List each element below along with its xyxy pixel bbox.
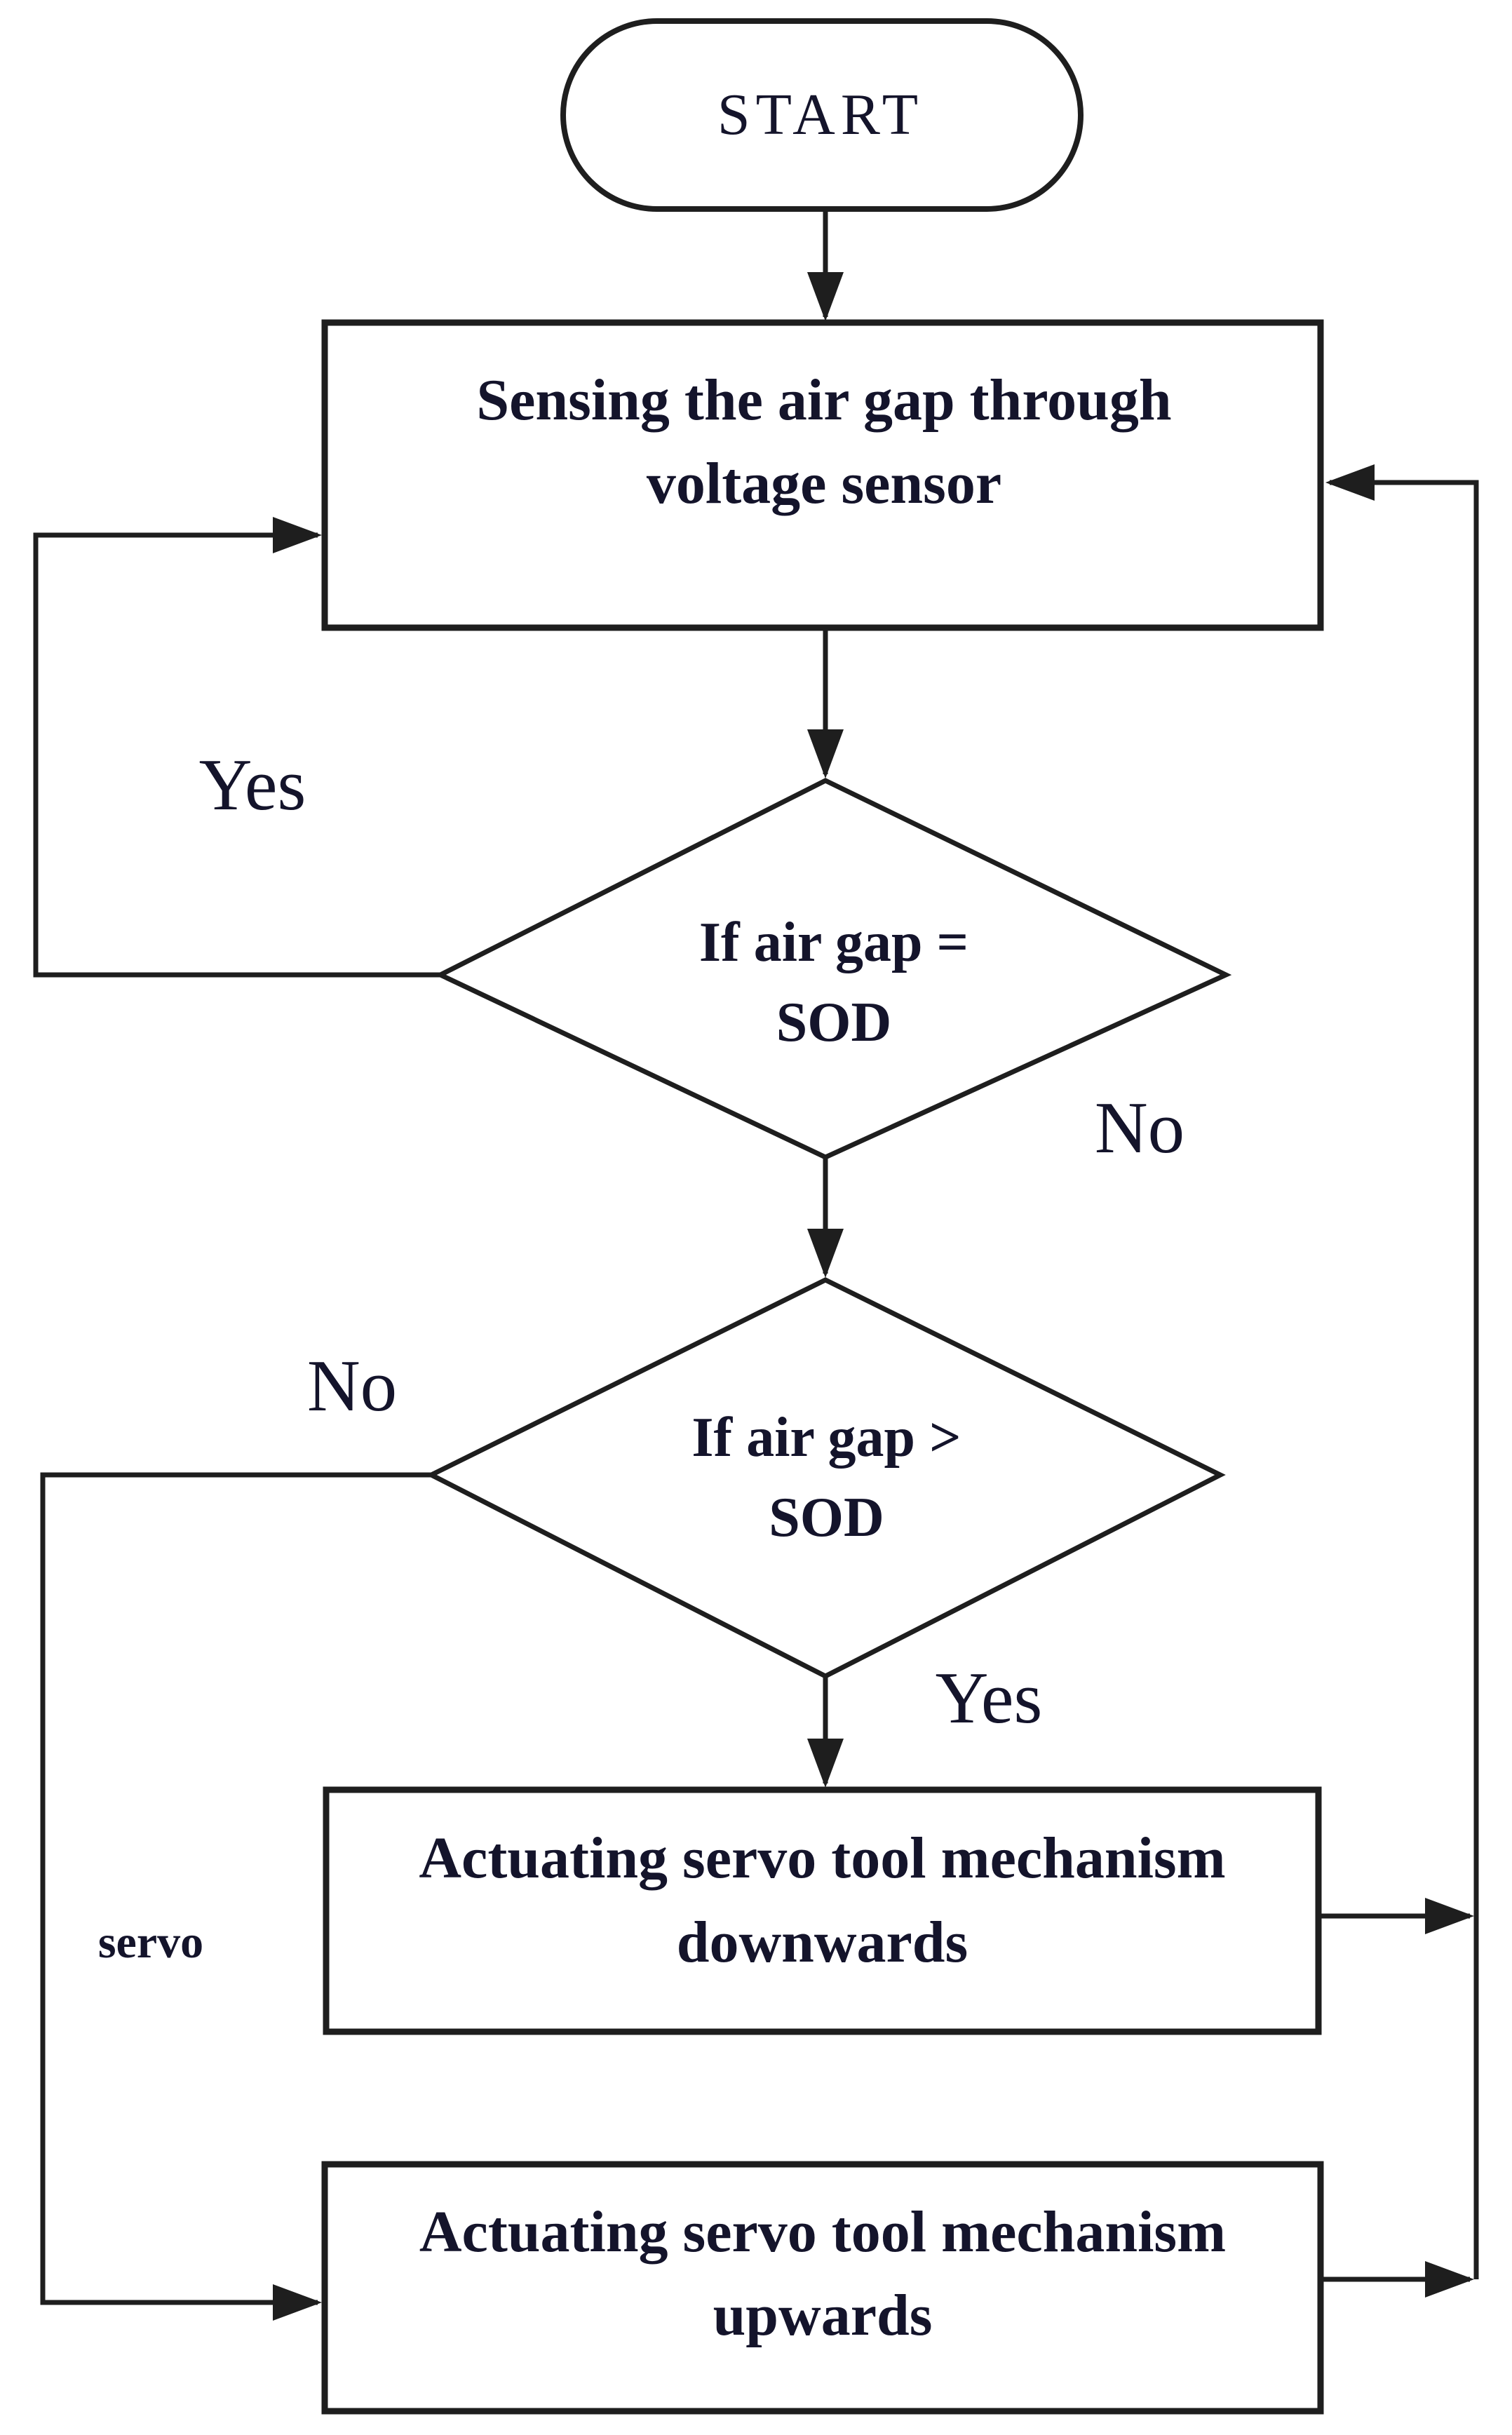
start-label-text: START (717, 82, 924, 148)
edge-label-servo: servo (97, 1917, 204, 1968)
decision2-label-line2: SOD (769, 1486, 884, 1549)
edge-label-yes-left: Yes (198, 743, 306, 825)
connector-yes-loop-to-sense (33, 517, 440, 978)
actuate-up-node-label: Actuating servo tool mechanism upwards (325, 2164, 1321, 2411)
start-node-label: START (561, 21, 1080, 209)
sense-node-label: Sensing the air gap through voltage sens… (326, 330, 1322, 631)
sense-label-line1: Sensing the air gap through (476, 367, 1172, 433)
actuate-down-node-label: Actuating servo tool mechanism downwards (326, 1790, 1318, 2032)
connector-feedback-to-sense (1325, 464, 1479, 2279)
actuate-up-label-line2: upwards (713, 2283, 933, 2348)
actuate-down-process-box (323, 1786, 1322, 2035)
sense-label-line2: voltage sensor (646, 451, 1002, 516)
actuate-up-process-box (321, 2161, 1324, 2415)
decision2-node-label: If air gap > SOD (433, 1280, 1220, 1676)
start-terminator-shape (560, 18, 1084, 212)
decision1-label-line1: If air gap = (698, 911, 969, 973)
edge-label-yes-below: Yes (935, 1656, 1043, 1739)
actuate-up-label-line1: Actuating servo tool mechanism (419, 2199, 1227, 2265)
edge-label-no-right: No (1094, 1086, 1185, 1168)
sense-process-box (321, 319, 1324, 631)
connector-no-loop-to-actuate-up (40, 1472, 431, 2321)
decision1-label-line2: SOD (776, 991, 892, 1053)
decision1-node-label: If air gap = SOD (442, 781, 1226, 1157)
actuate-down-label-line2: downwards (676, 1909, 968, 1975)
decision2-label-line1: If air gap > (691, 1406, 961, 1469)
actuate-down-label-line1: Actuating servo tool mechanism (419, 1826, 1226, 1891)
edge-label-no-left: No (306, 1344, 398, 1426)
